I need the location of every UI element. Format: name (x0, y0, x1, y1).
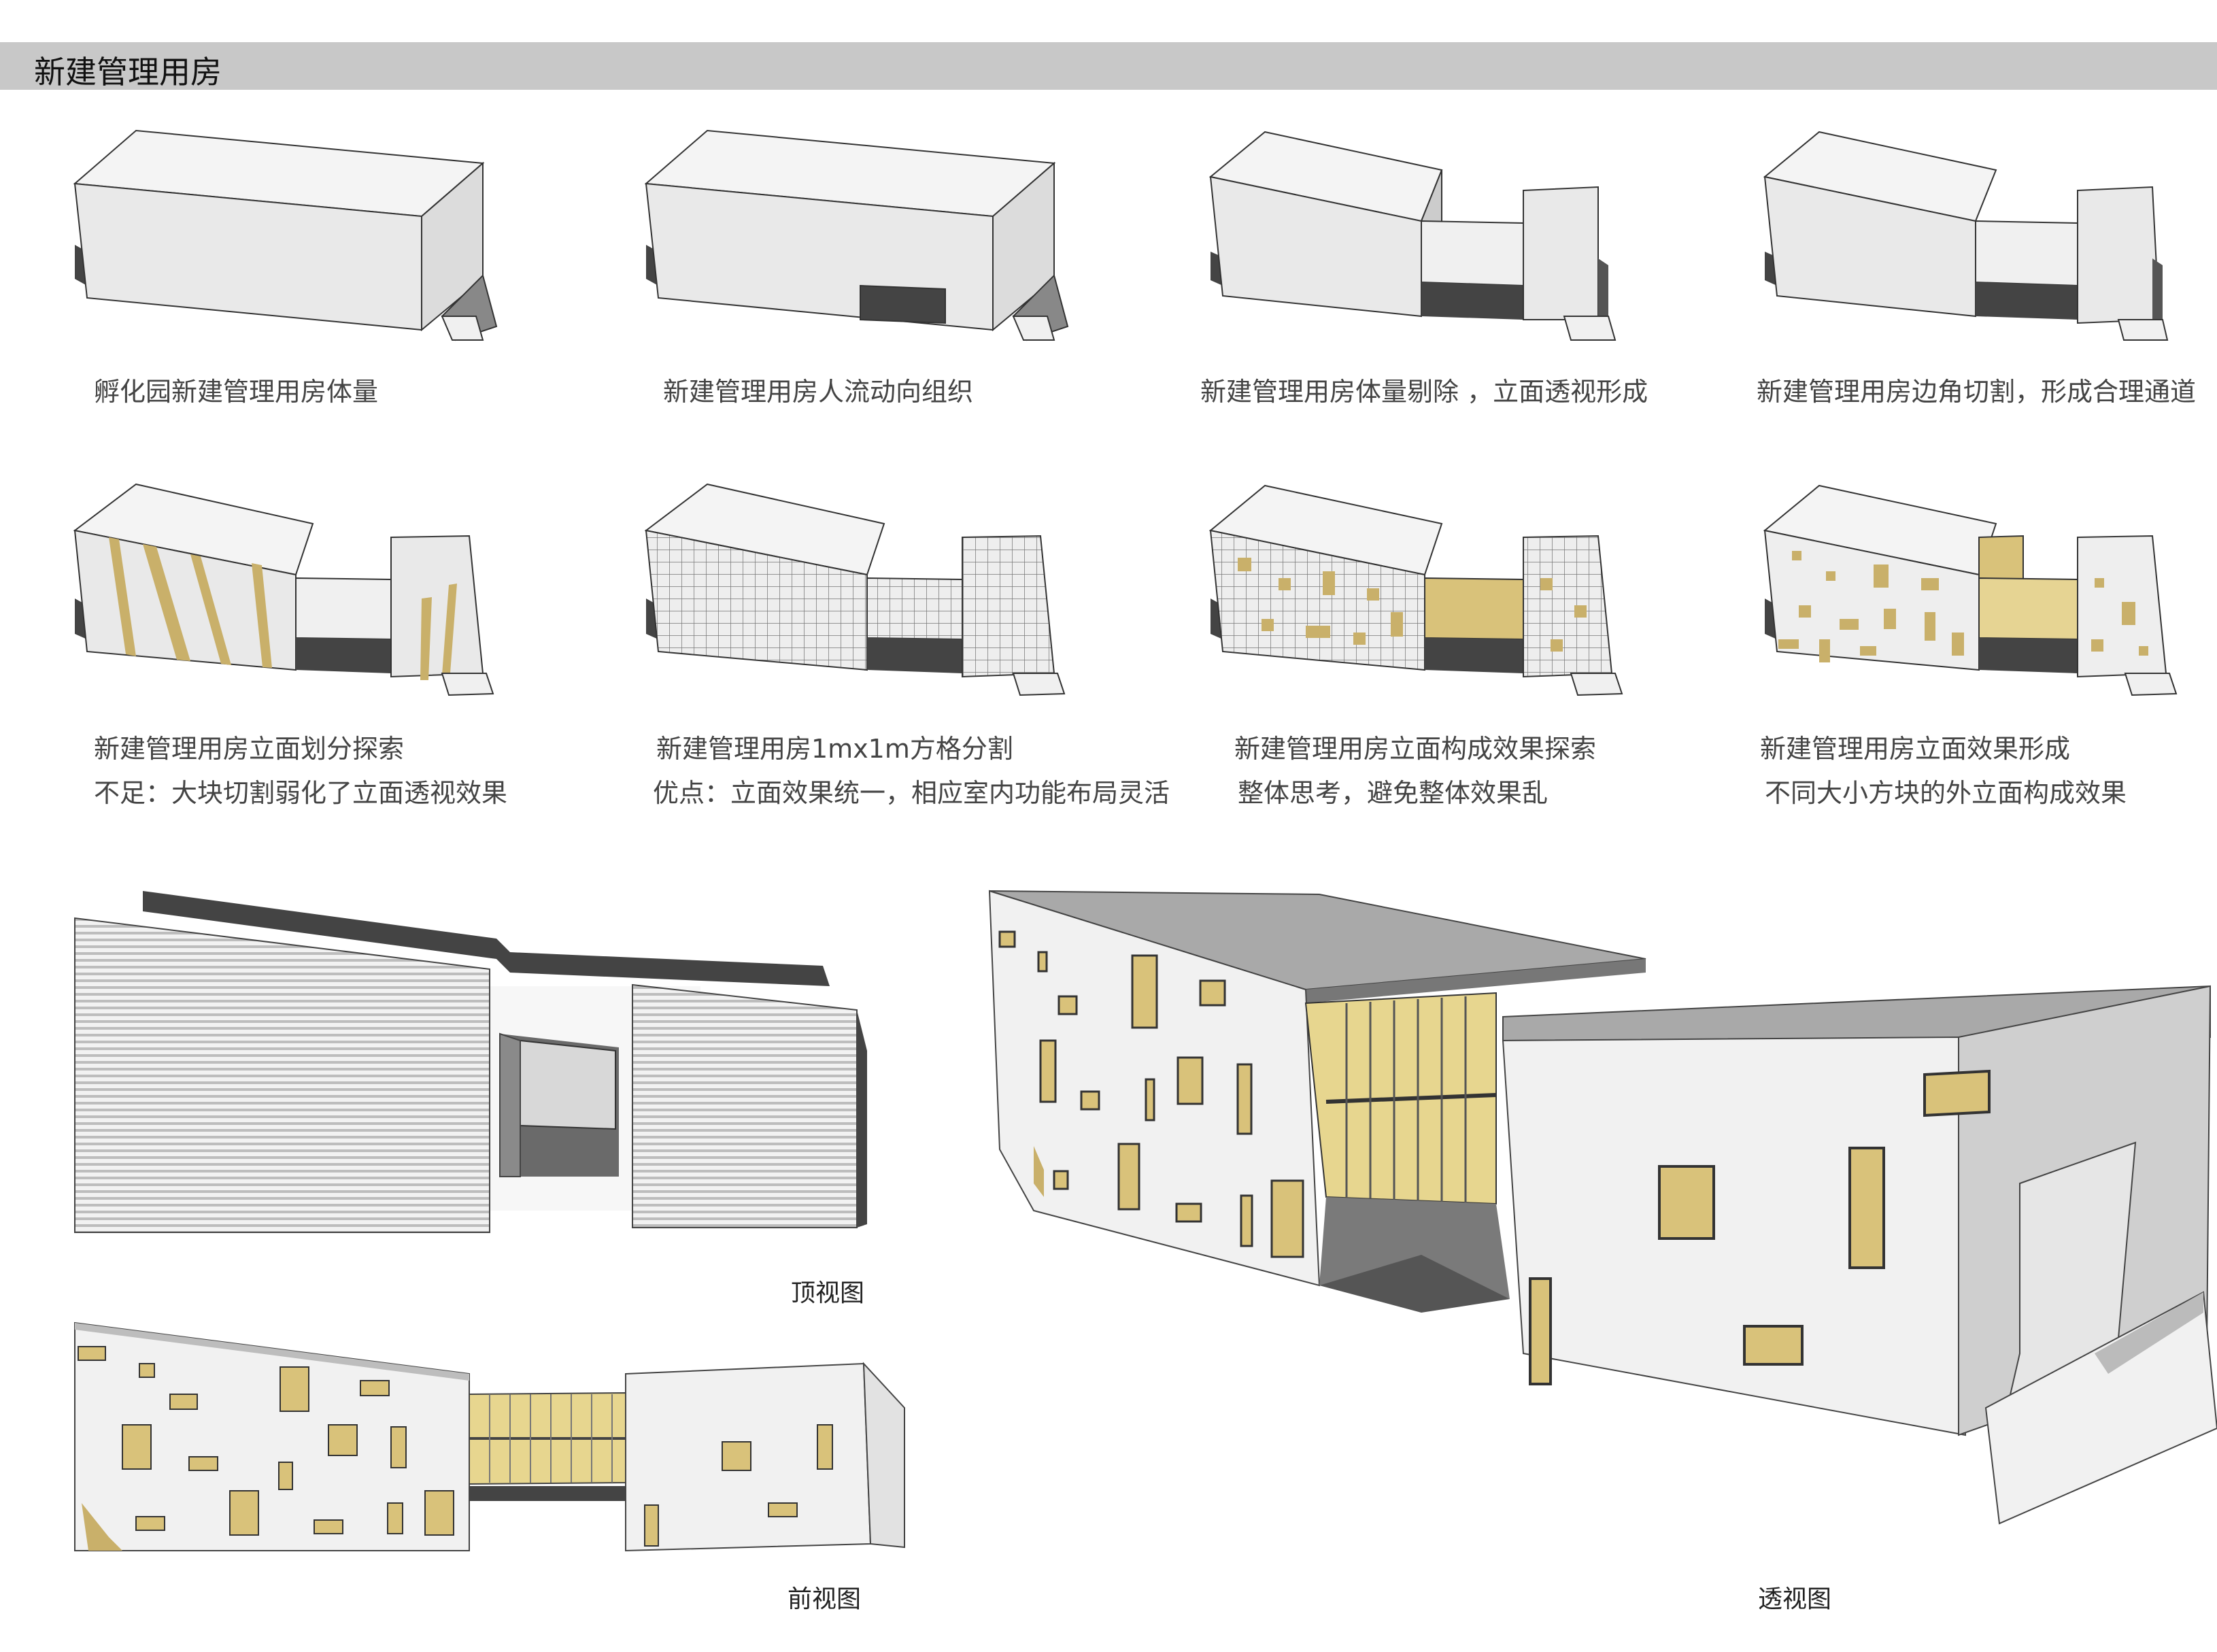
step-2-massing-drawing (644, 129, 1069, 341)
step-7-panel (1197, 476, 1632, 707)
page-title: 新建管理用房 (34, 54, 222, 90)
top-view-label: 顶视图 (791, 1279, 865, 1307)
step-5-panel (61, 476, 510, 707)
step-1-panel (61, 122, 510, 354)
step-1-massing-drawing (73, 129, 498, 341)
title-bar: 新建管理用房 (0, 42, 2217, 90)
step-7-caption: 新建管理用房立面构成效果探索 (1234, 734, 1597, 764)
step-8-caption: 新建管理用房立面效果形成 (1760, 734, 2071, 764)
front-view-label: 前视图 (788, 1585, 862, 1613)
top-view-drawing (74, 891, 867, 1233)
step-7-note: 整体思考，避免整体效果乱 (1238, 778, 1548, 808)
step-6-massing-drawing (644, 483, 1066, 696)
perspective-label: 透视图 (1758, 1585, 1832, 1613)
step-7-massing-drawing (1208, 484, 1623, 696)
step-3-massing-drawing (1208, 131, 1617, 341)
step-6-note: 优点：立面效果统一，相应室内功能布局灵活 (653, 778, 1170, 808)
step-2-caption: 新建管理用房人流动向组织 (663, 377, 974, 407)
step-4-massing-drawing (1763, 131, 2169, 341)
front-view-drawing (74, 1321, 905, 1552)
step-6-panel (632, 476, 1081, 707)
step-3-panel (1197, 122, 1632, 354)
step-8-note: 不同大小方块的外立面构成效果 (1765, 778, 2127, 808)
top-view-panel (68, 884, 898, 1251)
step-5-massing-drawing (73, 483, 494, 696)
step-1-caption: 孵化园新建管理用房体量 (94, 377, 379, 407)
front-view-panel (68, 1313, 911, 1557)
step-2-panel (632, 122, 1081, 354)
step-8-panel (1751, 476, 2186, 707)
step-4-panel (1751, 122, 2186, 354)
step-8-massing-drawing (1763, 484, 2178, 696)
step-5-caption: 新建管理用房立面划分探索 (94, 734, 405, 764)
perspective-drawing (988, 890, 2217, 1525)
perspective-panel (979, 877, 2217, 1557)
step-5-note: 不足：大块切割弱化了立面透视效果 (94, 778, 508, 808)
step-6-caption: 新建管理用房1mx1m方格分割 (656, 734, 1013, 764)
step-4-caption: 新建管理用房边角切割，形成合理通道 (1757, 377, 2197, 407)
step-3-caption: 新建管理用房体量剔除 ，立面透视形成 (1200, 377, 1648, 407)
